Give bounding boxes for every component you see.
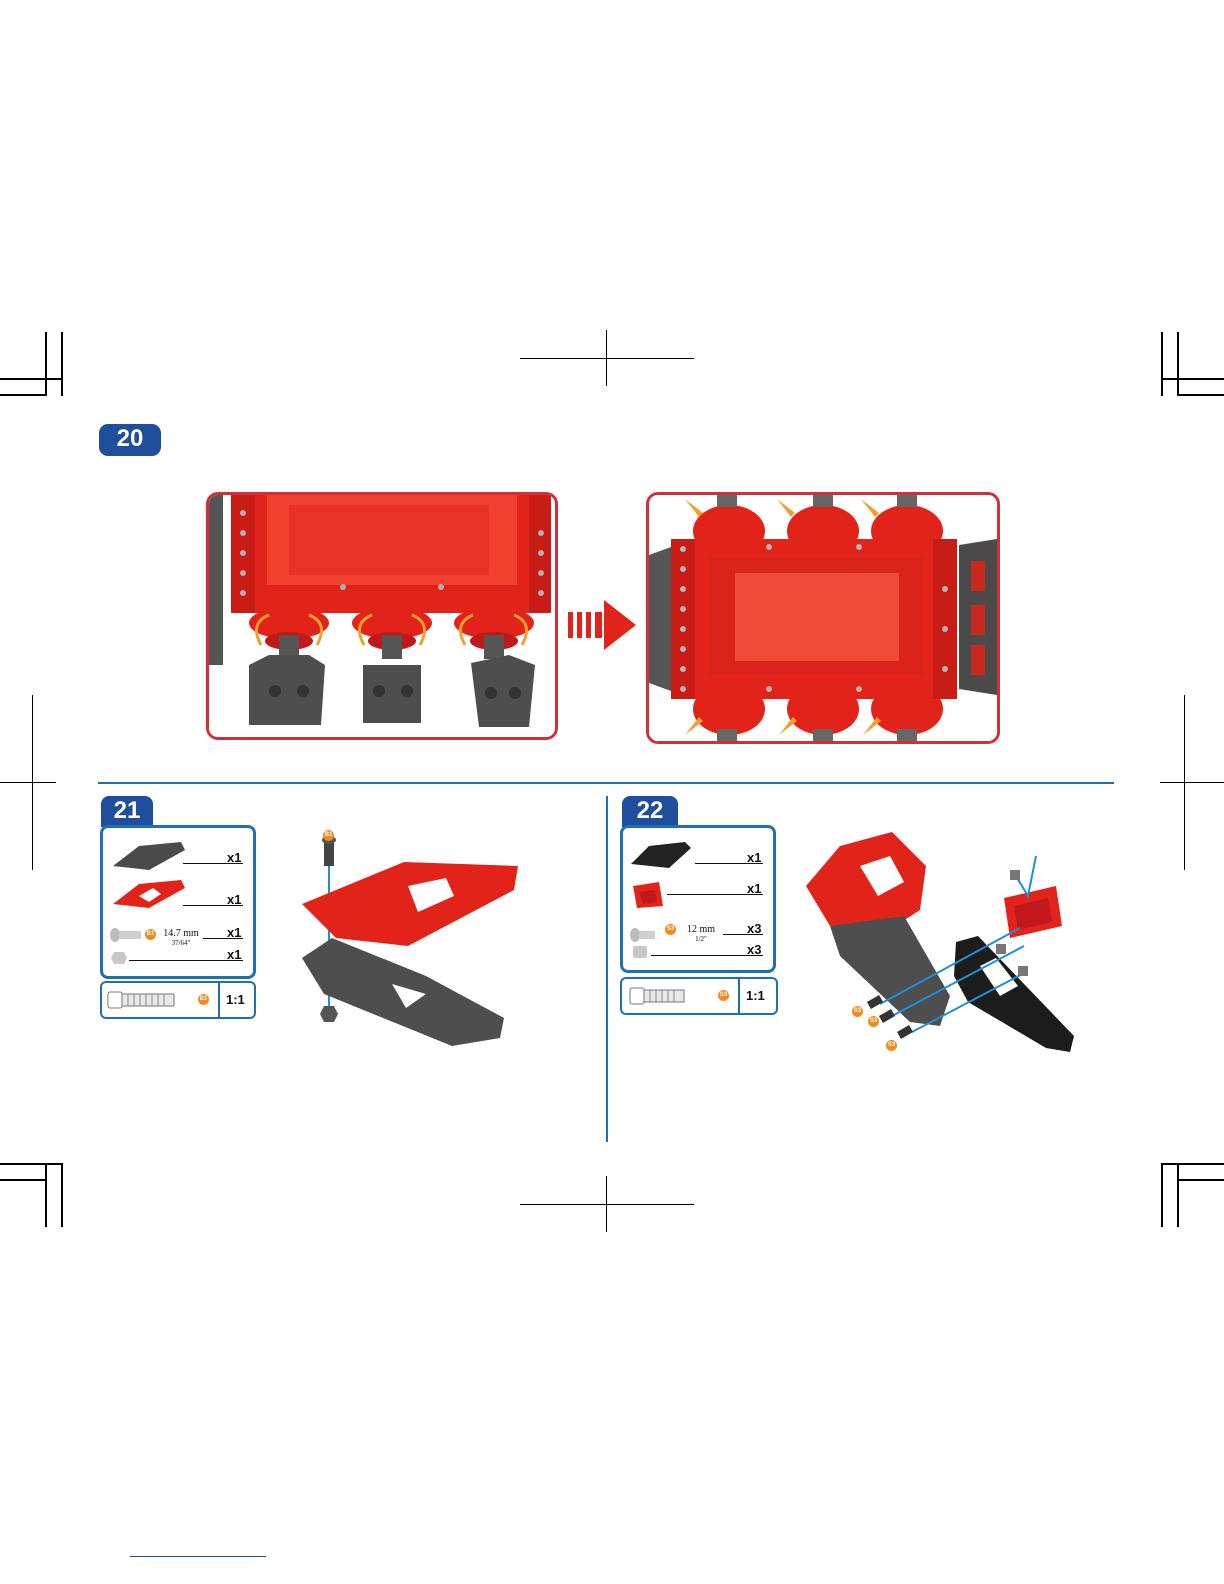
part-qty: x1 [747, 850, 761, 865]
red-plate-part [109, 878, 189, 908]
part-qty: x3 [747, 942, 761, 957]
assembly-code: S3 [868, 1016, 879, 1027]
scale-code: S3 [718, 990, 729, 1001]
step-22-parts-list: x1 x1 S3 12 mm 1/2" x3 x3 [620, 825, 776, 973]
vertical-divider [606, 796, 608, 1142]
step-21-assembly [296, 826, 518, 1048]
step-20-badge: 20 [99, 424, 161, 456]
part-qty: x1 [227, 892, 241, 907]
part-qty: x1 [227, 850, 241, 865]
part-qty: x1 [747, 881, 761, 896]
step-20-before-panel [206, 492, 558, 740]
screw-icon [630, 986, 700, 1006]
part-qty: x1 [227, 947, 241, 962]
step-21-badge: 21 [101, 796, 153, 827]
dimension-sub: 37/64" [161, 939, 201, 947]
part-qty: x3 [747, 921, 761, 936]
dimension-main: 12 mm [687, 924, 715, 935]
dimension-sub: 1/2" [681, 935, 721, 943]
screw-icon [108, 990, 188, 1010]
part-qty: x1 [227, 925, 241, 940]
step-20-after-panel [646, 492, 1000, 744]
after-illustration [649, 495, 997, 741]
assembly-code: S3 [852, 1006, 863, 1017]
red-bracket-part [629, 880, 669, 910]
assembly-code: B1 [323, 830, 334, 841]
nut-icon [633, 946, 647, 958]
transition-arrow-icon [568, 600, 636, 650]
step-22-assembly [800, 826, 1076, 1056]
scale-label: 1:1 [226, 992, 245, 1007]
scale-label: 1:1 [746, 988, 765, 1003]
horizontal-divider [98, 782, 1114, 784]
part-dimension: 12 mm 1/2" [681, 924, 721, 943]
screw-icon [109, 928, 145, 942]
nut-icon [111, 952, 127, 964]
step-21-parts-list: x1 x1 B1 14.7 mm 37/64" x1 x1 [100, 825, 256, 979]
step-21-scale-box: B1 1:1 [100, 981, 256, 1019]
part-dimension: 14.7 mm 37/64" [161, 928, 201, 947]
black-bracket-part [629, 840, 693, 870]
assembly-code: S3 [886, 1040, 897, 1051]
scale-code: B1 [198, 994, 209, 1005]
before-illustration [209, 495, 555, 737]
dimension-main: 14.7 mm [163, 928, 199, 939]
part-code: B1 [145, 929, 156, 940]
part-code: S3 [665, 924, 676, 935]
step-22-badge: 22 [622, 796, 678, 827]
step-22-scale-box: S3 1:1 [620, 977, 778, 1015]
footer-rule [130, 1556, 266, 1557]
gray-plate-part [109, 840, 189, 870]
screw-icon [629, 928, 657, 942]
